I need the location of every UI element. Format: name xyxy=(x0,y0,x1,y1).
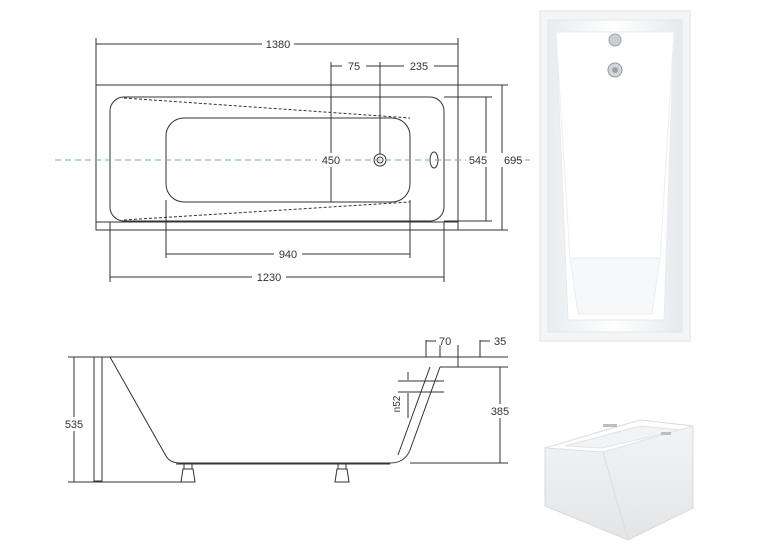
basin-outline xyxy=(109,96,445,222)
photo-handle-icon xyxy=(603,424,617,427)
dim-inner-width: 450 xyxy=(322,155,340,167)
tub-inner-line xyxy=(397,366,431,456)
dim-overall-height: 535 xyxy=(65,419,83,431)
photo-perspective-render xyxy=(544,419,694,541)
dim-rim-width: 545 xyxy=(469,155,487,167)
side-view xyxy=(68,340,508,483)
front-panel xyxy=(93,356,103,482)
photo-top-render xyxy=(539,10,691,342)
dim-bottom-length: 940 xyxy=(279,249,297,261)
dim-inner-length: 1230 xyxy=(257,272,281,284)
dim-waste-to-end: 235 xyxy=(410,61,428,73)
dim-overflow-height: n52 xyxy=(392,395,403,412)
foot-left-base xyxy=(180,468,196,483)
foot-right-base xyxy=(334,468,350,483)
photo-overflow-icon xyxy=(608,33,622,47)
dim-rim-overhang: 70 xyxy=(439,336,451,348)
dim-inner-depth: 385 xyxy=(491,406,509,418)
dim-overall-length: 1380 xyxy=(266,39,290,51)
tub-body-outline xyxy=(109,356,441,464)
rim-top-line xyxy=(94,356,459,368)
slope-line-bottom xyxy=(123,201,411,221)
dim-overall-width: 695 xyxy=(504,155,522,167)
tub-outline-top xyxy=(95,84,459,231)
dim-waste-offset: 75 xyxy=(348,61,360,73)
slope-line-top xyxy=(123,97,411,119)
dim-rim-thickness: 35 xyxy=(494,336,506,348)
